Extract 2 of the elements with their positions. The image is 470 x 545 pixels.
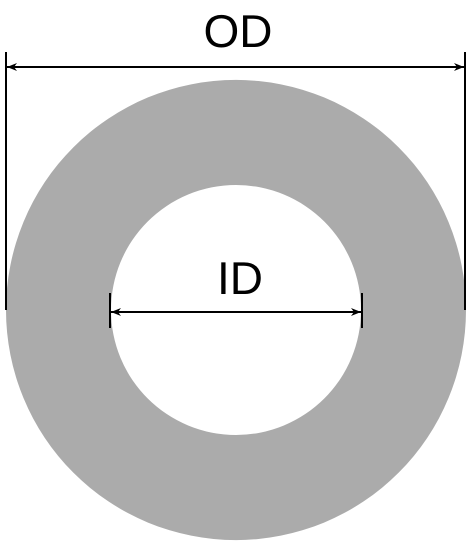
- dimension-label: OD: [204, 8, 272, 54]
- dimension-label: ID: [217, 255, 263, 301]
